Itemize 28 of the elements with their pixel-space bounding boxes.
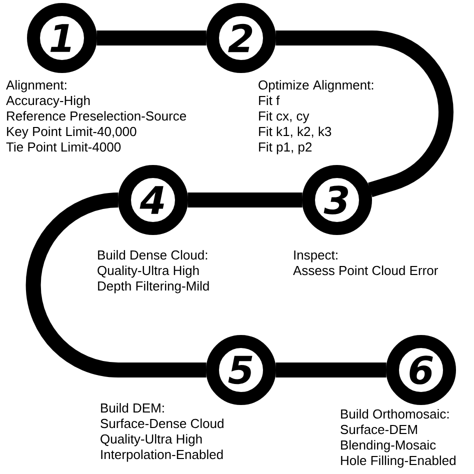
step-detail: Quality-Ultra High <box>98 266 199 278</box>
connector-line <box>26 192 206 378</box>
step-detail: Fit k1, k2, k3 <box>259 126 332 138</box>
step-detail: Fit f <box>259 96 280 106</box>
step-detail: Hole Filling-Enabled <box>341 456 456 468</box>
step-detail: Depth Filtering-Mild <box>98 281 209 294</box>
step-detail: Accuracy-High <box>6 96 90 108</box>
step-detail: Fit cx, cy <box>259 111 310 124</box>
connector-line <box>96 30 206 46</box>
step-detail: Surface-Dense Cloud <box>100 418 224 428</box>
step-detail: Quality-Ultra High <box>100 434 202 446</box>
step-heading: Build Dense Cloud: <box>98 250 208 260</box>
step-heading: Optimize Alignment: <box>258 80 374 92</box>
step-detail: Key Point Limit-40,000 <box>7 126 136 139</box>
step-heading: Build Orthomosaic: <box>341 409 449 419</box>
step-detail: Interpolation-Enabled <box>101 450 223 462</box>
step-detail: Tie Point Limit-4000 <box>6 142 121 152</box>
connector-line <box>276 362 386 378</box>
step-heading: Inspect: <box>294 250 338 262</box>
step-detail: Assess Point Cloud Error <box>293 266 438 276</box>
step-detail: Reference Preselection-Source <box>7 111 186 121</box>
connector-line <box>276 30 454 198</box>
step-detail: Blending-Mosaic <box>341 440 436 452</box>
connector-line <box>188 192 302 208</box>
step-heading: Build DEM: <box>101 403 164 413</box>
step-detail: Fit p1, p2 <box>259 142 312 154</box>
step-detail: Surface-DEM <box>340 424 417 434</box>
step-heading: Alignment: <box>6 80 66 92</box>
